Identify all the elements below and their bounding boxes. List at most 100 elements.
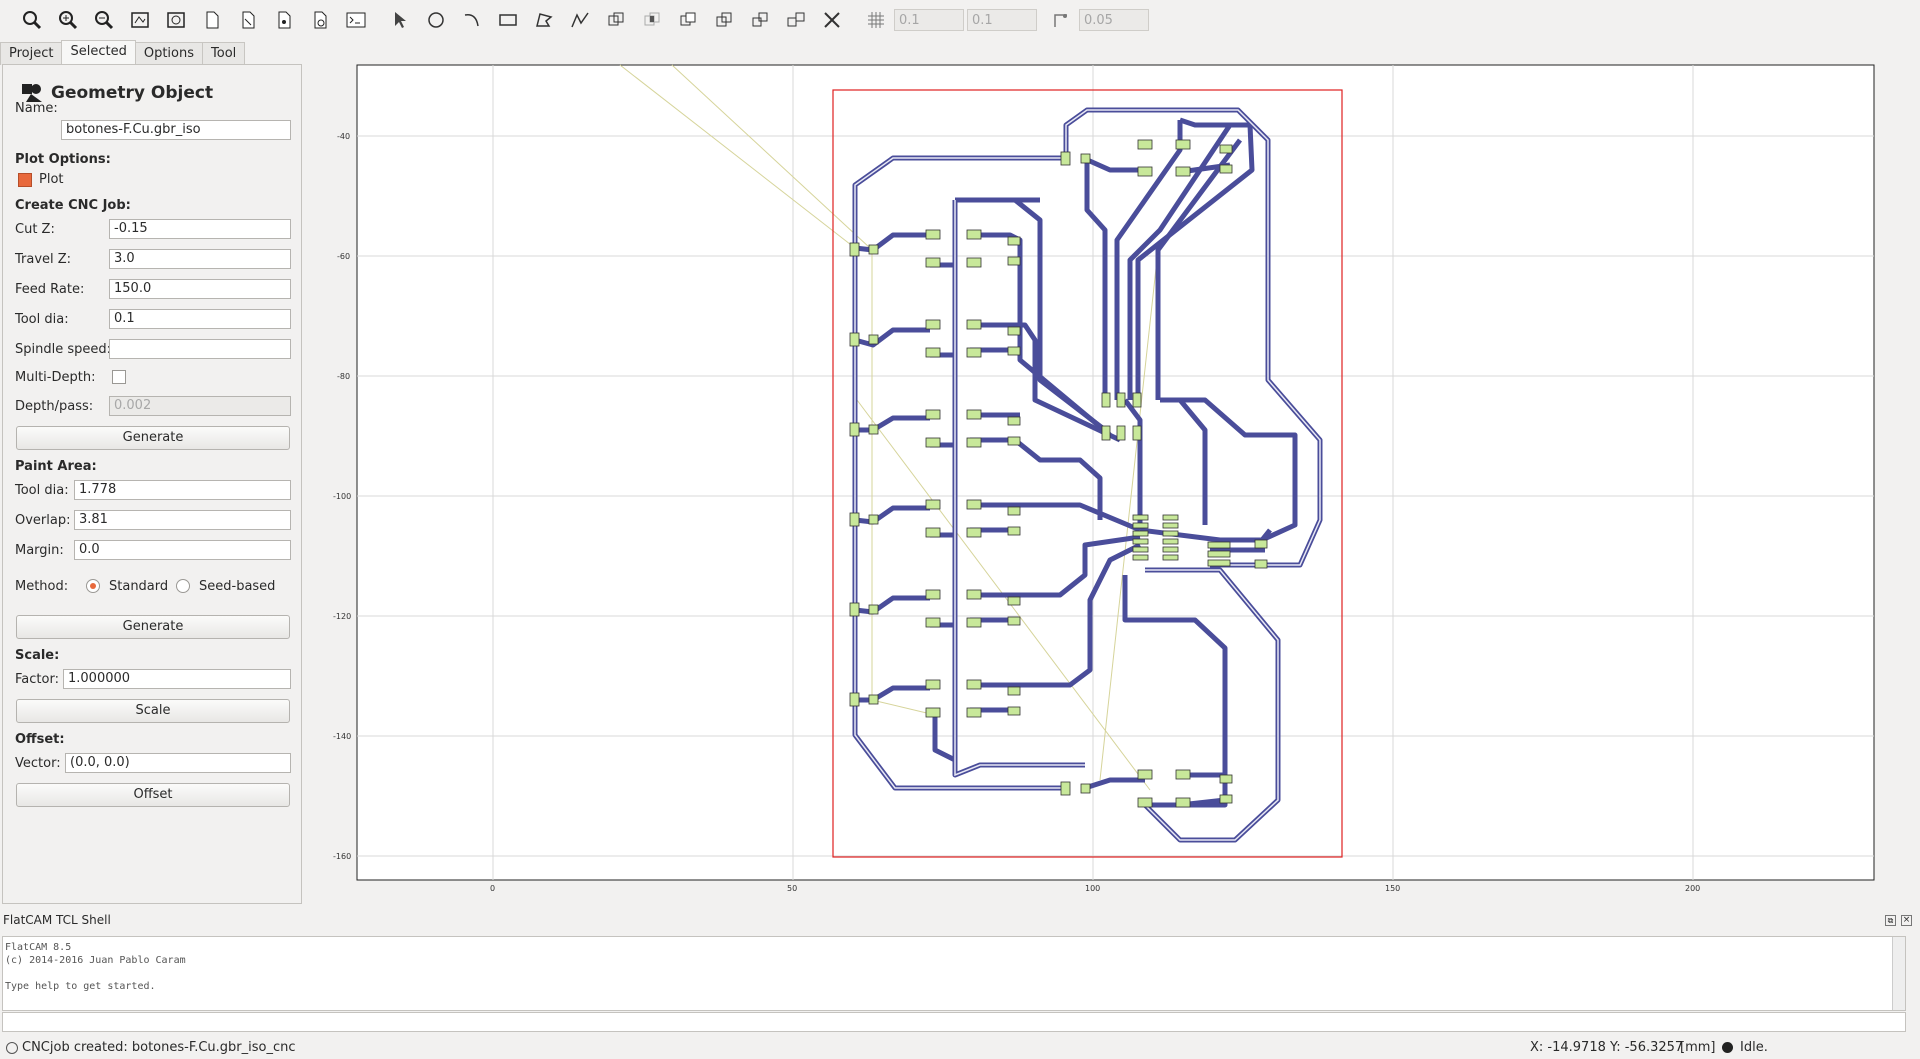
feed-rate-label: Feed Rate: bbox=[15, 282, 85, 297]
y-tick: -160 bbox=[333, 852, 351, 861]
intersection-icon[interactable] bbox=[634, 2, 670, 38]
selected-panel: Geometry Object Name: botones-F.Cu.gbr_i… bbox=[2, 64, 302, 904]
path-icon[interactable] bbox=[562, 2, 598, 38]
panel-header: Geometry Object bbox=[21, 83, 213, 103]
travel-z-label: Travel Z: bbox=[15, 252, 72, 267]
plot-area[interactable] bbox=[356, 64, 1875, 881]
delete-icon[interactable] bbox=[814, 2, 850, 38]
feed-rate-input[interactable]: 150.0 bbox=[109, 279, 291, 299]
depth-pass-label: Depth/pass: bbox=[15, 399, 94, 414]
plot-options-heading: Plot Options: bbox=[15, 152, 111, 167]
x-tick: 50 bbox=[787, 884, 797, 893]
arc-icon[interactable] bbox=[454, 2, 490, 38]
new-excellon-icon[interactable] bbox=[266, 2, 302, 38]
tool-dia-label: Tool dia: bbox=[15, 312, 69, 327]
cut-z-label: Cut Z: bbox=[15, 222, 55, 237]
grid-snap-icon[interactable] bbox=[858, 2, 894, 38]
factor-input[interactable]: 1.000000 bbox=[63, 669, 291, 689]
vector-label: Vector: bbox=[15, 756, 61, 771]
new-gerber-icon[interactable] bbox=[230, 2, 266, 38]
method-label: Method: bbox=[15, 579, 69, 594]
margin-label: Margin: bbox=[15, 543, 64, 558]
overlap-label: Overlap: bbox=[15, 513, 71, 528]
shell-input[interactable] bbox=[2, 1012, 1906, 1032]
zoom-out-icon[interactable] bbox=[86, 2, 122, 38]
tab-tool[interactable]: Tool bbox=[202, 42, 246, 65]
axis-ticks: 0 50 100 150 200 -40 -60 -80 -100 -120 -… bbox=[333, 132, 1700, 893]
y-tick: -100 bbox=[333, 492, 351, 501]
shell-scrollbar[interactable] bbox=[1892, 937, 1905, 1010]
scale-heading: Scale: bbox=[15, 648, 60, 663]
y-tick: -140 bbox=[333, 732, 351, 741]
move-icon[interactable] bbox=[742, 2, 778, 38]
cut-z-input[interactable]: -0.15 bbox=[109, 219, 291, 239]
grid-x-input[interactable]: 0.1 bbox=[894, 9, 964, 31]
notebook-tabs: Project Selected Options Tool bbox=[0, 40, 246, 65]
shell-line: Type help to get started. bbox=[5, 981, 156, 992]
new-file-icon[interactable] bbox=[302, 2, 338, 38]
shell-icon[interactable] bbox=[338, 2, 374, 38]
paint-tool-dia-input[interactable]: 1.778 bbox=[74, 480, 291, 500]
spindle-speed-input[interactable] bbox=[109, 339, 291, 359]
units-label: [mm] bbox=[1680, 1040, 1716, 1055]
tool-dia-input[interactable]: 0.1 bbox=[109, 309, 291, 329]
pointer-icon[interactable] bbox=[382, 2, 418, 38]
replot-icon[interactable] bbox=[158, 2, 194, 38]
name-label: Name: bbox=[15, 101, 58, 116]
generate-paint-button[interactable]: Generate bbox=[16, 615, 290, 639]
tab-options[interactable]: Options bbox=[134, 42, 204, 65]
union-icon[interactable] bbox=[598, 2, 634, 38]
status-message: CNCjob created: botones-F.Cu.gbr_iso_cnc bbox=[22, 1040, 296, 1055]
activity-icon bbox=[1722, 1042, 1733, 1053]
method-standard-radio[interactable] bbox=[86, 579, 100, 593]
generate-cnc-button[interactable]: Generate bbox=[16, 426, 290, 450]
grid-y-input[interactable]: 0.1 bbox=[967, 9, 1037, 31]
margin-input[interactable]: 0.0 bbox=[74, 540, 291, 560]
x-tick: 200 bbox=[1685, 884, 1700, 893]
vector-input[interactable]: (0.0, 0.0) bbox=[65, 753, 291, 773]
y-tick: -40 bbox=[337, 132, 350, 141]
snap-corner-icon[interactable] bbox=[1043, 2, 1079, 38]
x-tick: 0 bbox=[490, 884, 495, 893]
tab-selected[interactable]: Selected bbox=[61, 40, 136, 65]
clear-plot-icon[interactable] bbox=[122, 2, 158, 38]
y-tick: -80 bbox=[337, 372, 350, 381]
board-outline bbox=[832, 89, 1343, 858]
close-icon[interactable]: × bbox=[1901, 915, 1912, 926]
circle-icon[interactable] bbox=[418, 2, 454, 38]
method-standard-label: Standard bbox=[109, 579, 169, 594]
travel-z-input[interactable]: 3.0 bbox=[109, 249, 291, 269]
polygon-icon[interactable] bbox=[526, 2, 562, 38]
zoom-in-icon[interactable] bbox=[50, 2, 86, 38]
method-seed-radio[interactable] bbox=[176, 579, 190, 593]
tab-project[interactable]: Project bbox=[0, 42, 63, 65]
factor-label: Factor: bbox=[15, 672, 59, 687]
plot-checkbox[interactable] bbox=[18, 173, 32, 187]
depth-pass-input[interactable]: 0.002 bbox=[109, 396, 291, 416]
plot-label: Plot bbox=[39, 172, 64, 187]
copy-icon[interactable] bbox=[706, 2, 742, 38]
scale-button[interactable]: Scale bbox=[16, 699, 290, 723]
snap-max-input[interactable]: 0.05 bbox=[1079, 9, 1149, 31]
zoom-fit-icon[interactable] bbox=[14, 2, 50, 38]
plot-canvas[interactable]: 0 50 100 150 200 -40 -60 -80 -100 -120 -… bbox=[0, 0, 1920, 900]
trace-highlights bbox=[854, 109, 1321, 841]
undock-icon[interactable]: ⧉ bbox=[1885, 915, 1896, 926]
cut-icon[interactable] bbox=[778, 2, 814, 38]
subtract-icon[interactable] bbox=[670, 2, 706, 38]
offset-button[interactable]: Offset bbox=[16, 783, 290, 807]
multi-depth-checkbox[interactable] bbox=[112, 370, 126, 384]
shell-line: FlatCAM 8.5 bbox=[5, 942, 72, 953]
panel-title: Geometry Object bbox=[51, 83, 214, 103]
new-geometry-icon[interactable] bbox=[194, 2, 230, 38]
rectangle-icon[interactable] bbox=[490, 2, 526, 38]
shell-header: FlatCAM TCL Shell ⧉ × bbox=[0, 913, 1920, 931]
offset-heading: Offset: bbox=[15, 732, 65, 747]
x-tick: 100 bbox=[1085, 884, 1100, 893]
paint-area-heading: Paint Area: bbox=[15, 459, 97, 474]
activity-status: Idle. bbox=[1740, 1040, 1768, 1055]
shell-output[interactable]: FlatCAM 8.5 (c) 2014-2016 Juan Pablo Car… bbox=[2, 936, 1906, 1011]
status-bar: CNCjob created: botones-F.Cu.gbr_iso_cnc… bbox=[0, 1040, 1920, 1059]
name-input[interactable]: botones-F.Cu.gbr_iso bbox=[61, 120, 291, 140]
overlap-input[interactable]: 3.81 bbox=[74, 510, 291, 530]
